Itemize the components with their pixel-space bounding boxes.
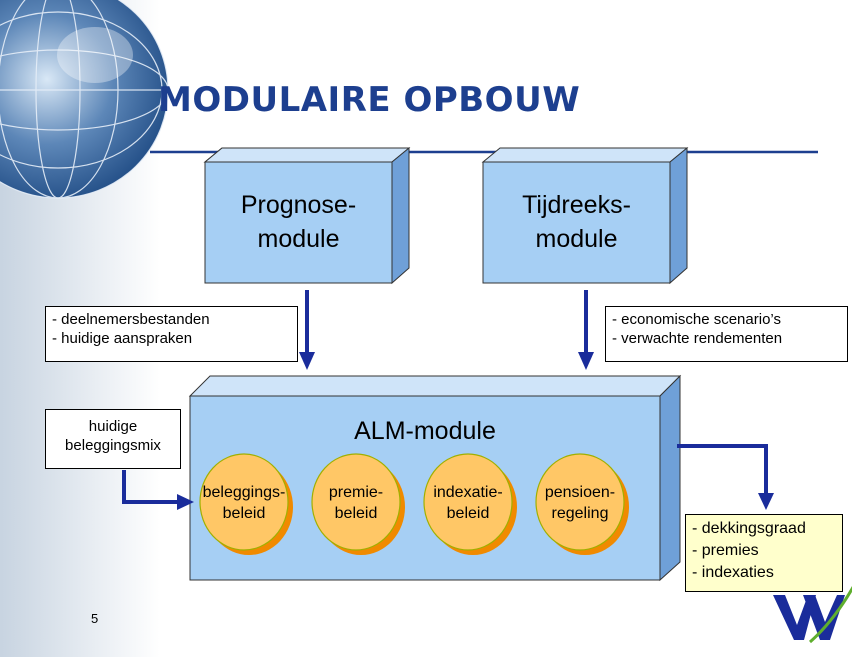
w-logo-icon (773, 585, 852, 644)
prognose-input-note: - deelnemersbestanden - huidige aansprak… (45, 306, 298, 362)
circle-premiebeleid (311, 453, 405, 555)
prognose-line1: Prognose- (240, 191, 357, 219)
circle-line: beleid (446, 505, 490, 522)
prognose-module-label: Prognose- module (205, 188, 392, 256)
circle-line: beleid (334, 505, 378, 522)
circle-pensioenregeling (535, 453, 629, 555)
beleggingsmix-note: huidige beleggingsmix (45, 409, 181, 469)
arrow-tijdreeks-to-alm (578, 290, 594, 370)
note-line: - economische scenario’s (612, 311, 781, 328)
output-line: - indexaties (692, 564, 774, 581)
prognose-module-box (203, 146, 411, 285)
note-line: beleggingsmix (65, 437, 161, 454)
arrow-prognose-to-alm (299, 290, 315, 370)
circle-indexatiebeleid (423, 453, 517, 555)
circle-line: indexatie- (433, 484, 503, 501)
prognose-line2: module (257, 225, 340, 253)
circle-line: pensioen- (544, 484, 616, 501)
arrow-mix-to-alm (122, 470, 194, 510)
note-line: huidige (88, 418, 138, 435)
tijdreeks-line2: module (535, 225, 618, 253)
circle-line: premie- (328, 484, 384, 501)
output-line: - dekkingsgraad (692, 520, 806, 537)
note-line: - deelnemersbestanden (52, 311, 210, 328)
arrow-alm-to-output (677, 444, 774, 510)
circle-line: beleggings- (202, 484, 286, 501)
sub-module-circles (199, 453, 629, 555)
circle-line: beleid (222, 505, 266, 522)
indexatiebeleid-label: indexatie- beleid (425, 482, 511, 524)
page-number: 5 (91, 611, 99, 626)
note-line: - huidige aanspraken (52, 330, 193, 347)
tijdreeks-module-box (481, 146, 689, 285)
output-line: - premies (692, 542, 759, 559)
circle-beleggingsbeleid (199, 453, 293, 555)
note-line: - verwachte rendementen (612, 330, 783, 347)
output-note: - dekkingsgraad - premies - indexaties (685, 514, 843, 592)
pensioenregeling-label: pensioen- regeling (537, 482, 623, 524)
beleggingsbeleid-label: beleggings- beleid (201, 482, 287, 524)
circle-line: regeling (551, 505, 609, 522)
tijdreeks-module-label: Tijdreeks- module (483, 188, 670, 256)
page-title: MODULAIRE OPBOUW (158, 80, 581, 120)
tijdreeks-line1: Tijdreeks- (522, 191, 631, 219)
tijdreeks-input-note: - economische scenario’s - verwachte ren… (605, 306, 848, 362)
premiebeleid-label: premie- beleid (313, 482, 399, 524)
globe-icon (0, 0, 169, 199)
alm-module-label: ALM-module (354, 417, 496, 445)
